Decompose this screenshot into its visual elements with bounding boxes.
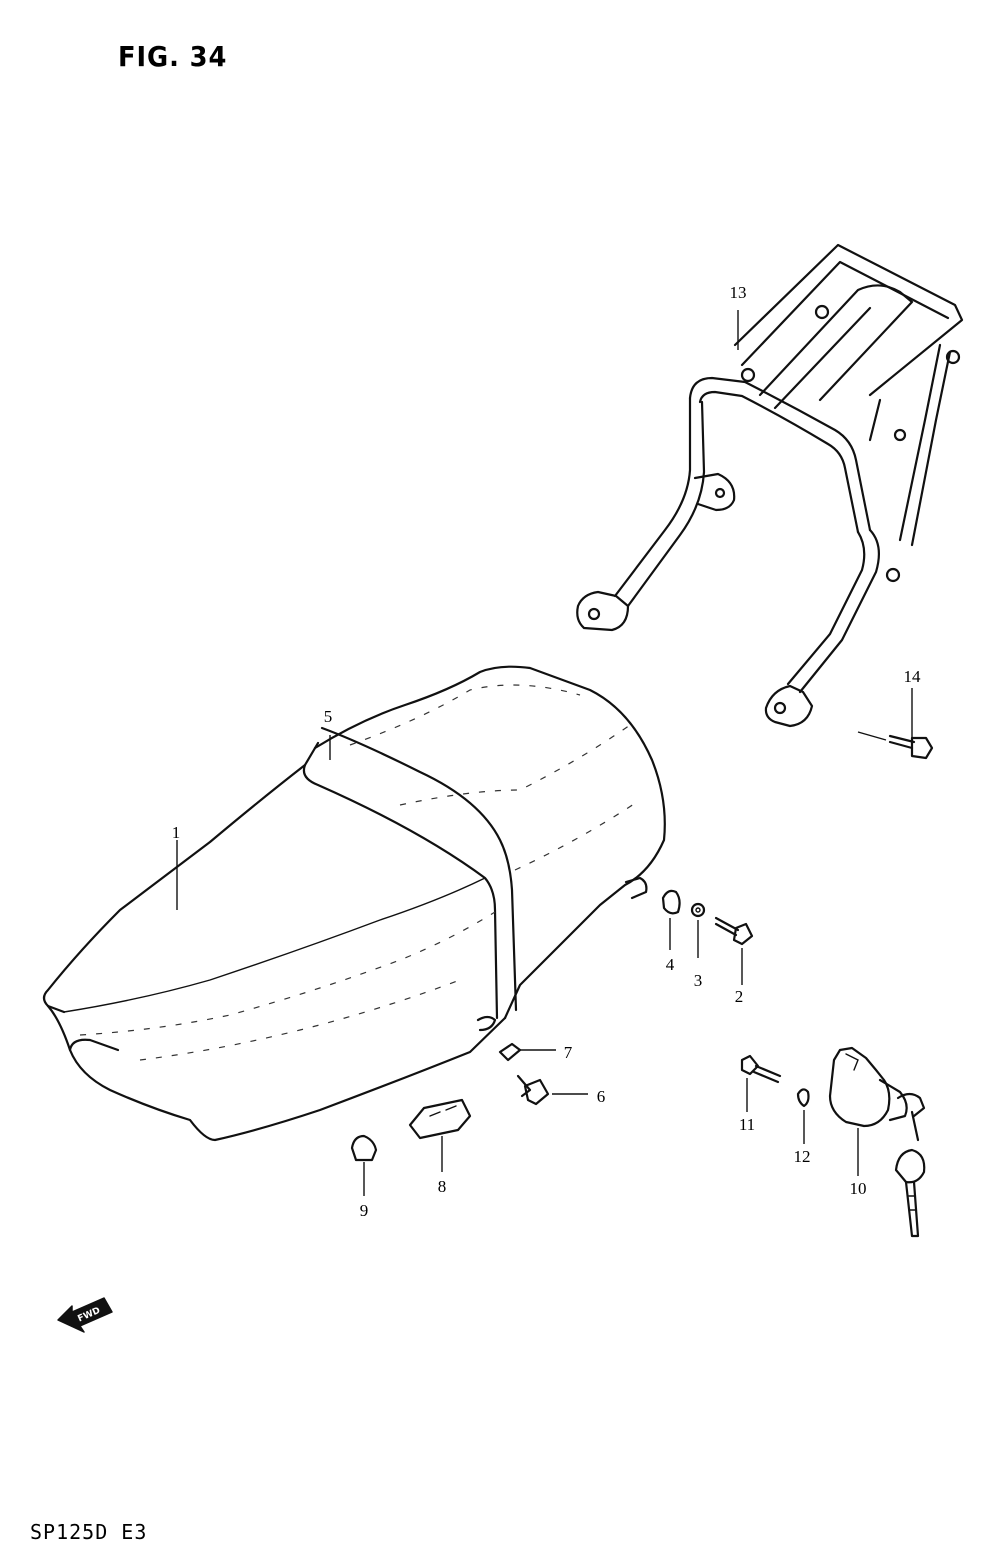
- part-number-11: 11: [739, 1115, 755, 1134]
- clip-7: [498, 1042, 522, 1062]
- seat-assembly: [42, 665, 666, 1142]
- cap-9: [350, 1134, 378, 1162]
- bolt-14: [888, 734, 934, 760]
- part-number-4: 4: [666, 955, 675, 974]
- part-number-13: 13: [730, 283, 747, 302]
- bolt-6: [516, 1074, 550, 1106]
- washer-4: [661, 889, 681, 915]
- part-number-7: 7: [564, 1043, 573, 1062]
- part-number-5: 5: [324, 707, 333, 726]
- part-number-6: 6: [597, 1087, 606, 1106]
- hinge-plate-8: [408, 1098, 472, 1140]
- part-number-8: 8: [438, 1177, 447, 1196]
- rear-carrier-rack: [576, 243, 964, 728]
- part-number-12: 12: [794, 1147, 811, 1166]
- figure-title: FIG. 34: [118, 40, 228, 73]
- part-number-9: 9: [360, 1201, 369, 1220]
- bolt-2: [714, 916, 754, 946]
- part-number-14: 14: [904, 667, 922, 686]
- screw-11: [740, 1054, 782, 1084]
- forward-direction-arrow: FWD: [57, 1297, 113, 1333]
- part-number-1: 1: [172, 823, 181, 842]
- part-number-3: 3: [694, 971, 703, 990]
- part-number-2: 2: [735, 987, 744, 1006]
- seat-lock-10: [828, 1046, 926, 1238]
- model-code: SP125D E3: [30, 1520, 148, 1544]
- washer-12: [796, 1088, 810, 1108]
- part-number-10: 10: [850, 1179, 867, 1198]
- lock-washer-3: [690, 902, 706, 918]
